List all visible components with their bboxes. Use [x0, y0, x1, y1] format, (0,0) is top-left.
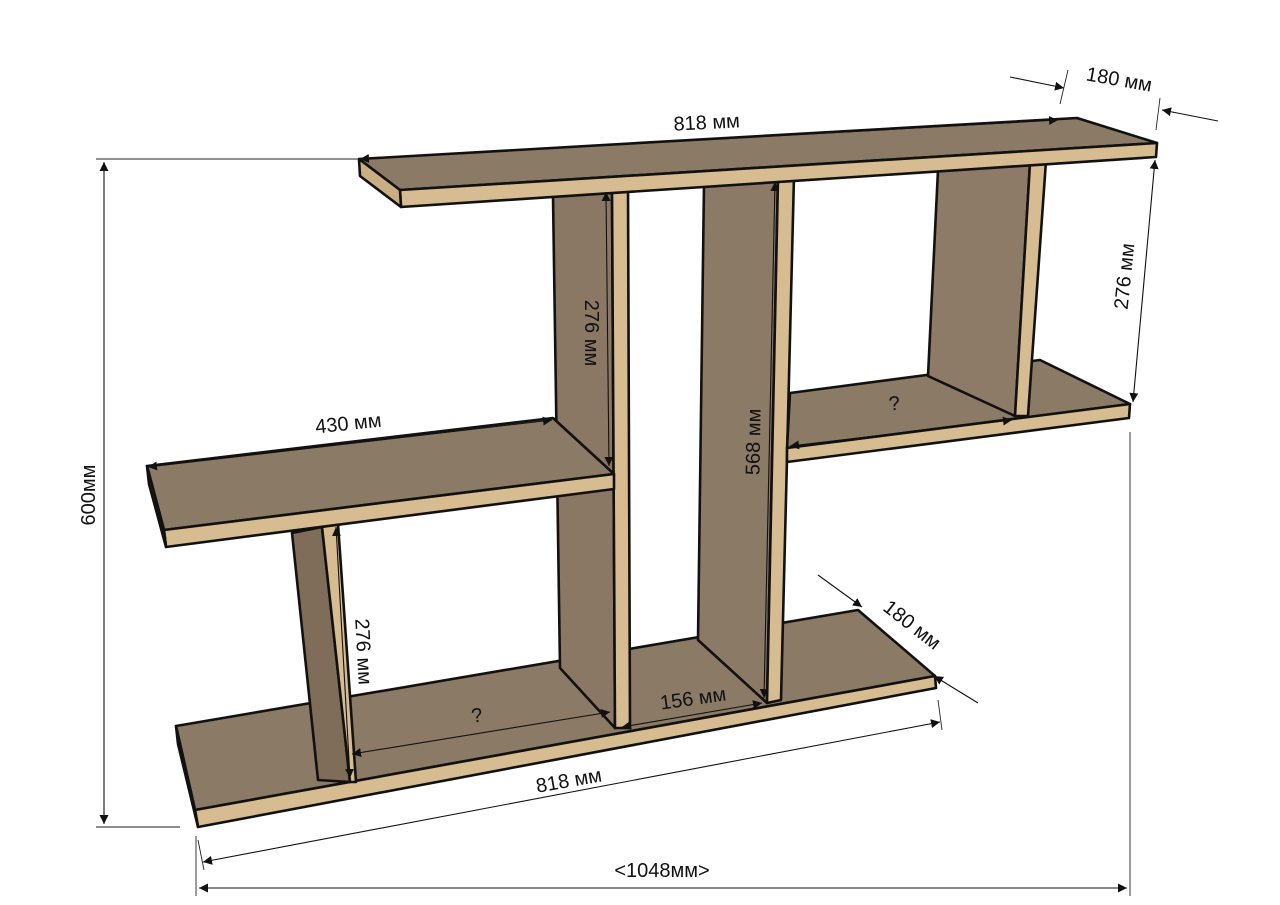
left-middle-shelf: [145, 416, 616, 549]
left-middle-shelf-side-edge: [145, 464, 168, 549]
label-left-shelf-width: 430 мм: [314, 410, 382, 439]
dim-right-height-line: [1129, 159, 1159, 403]
dim-center-height-line: [759, 181, 780, 699]
dim-top-depth-right-arrow: [1161, 107, 1219, 122]
shelf-unit: [145, 116, 1159, 829]
label-bottom-gap: ?: [470, 704, 484, 727]
label-middle-left-height: 276 мм: [580, 300, 602, 366]
dim-bottom-width-ext2: [937, 699, 943, 731]
label-top-width: 818 мм: [673, 110, 740, 135]
dim-top-depth-ext2: [1155, 97, 1161, 131]
label-lower-left-height: 276 мм: [350, 618, 375, 685]
label-total-width: <1048мм>: [614, 860, 709, 882]
dim-bottom-width-ext1: [197, 839, 205, 871]
right-upper-panel-face: [926, 161, 1032, 418]
bottom-board-side-edge: [174, 724, 200, 829]
dim-right-gap-line: [789, 416, 1013, 450]
dim-top-depth-ext1: [1059, 69, 1069, 105]
label-total-height: 600мм: [78, 465, 100, 526]
label-center-height: 568 мм: [742, 408, 765, 475]
label-right-height: 276 мм: [1111, 242, 1140, 310]
dim-bottom-width-line: [202, 719, 941, 865]
dimension-lines: [96, 69, 1219, 896]
dim-bottom-depth-line-a: [817, 574, 863, 608]
dim-bottom-depth-line-b: [933, 675, 979, 704]
dim-top-depth-left-arrow: [1009, 76, 1065, 91]
dim-middle-left-height-line: [601, 191, 614, 467]
label-right-gap: ?: [888, 393, 901, 416]
dim-top-width-line: [359, 116, 1059, 163]
dim-left-shelf-width-line: [147, 416, 553, 471]
label-top-depth: 180 мм: [1084, 63, 1153, 96]
top-board-side-edge: [357, 157, 403, 209]
center-left-panel-edge: [610, 184, 632, 730]
right-upper-panel: [926, 159, 1048, 418]
